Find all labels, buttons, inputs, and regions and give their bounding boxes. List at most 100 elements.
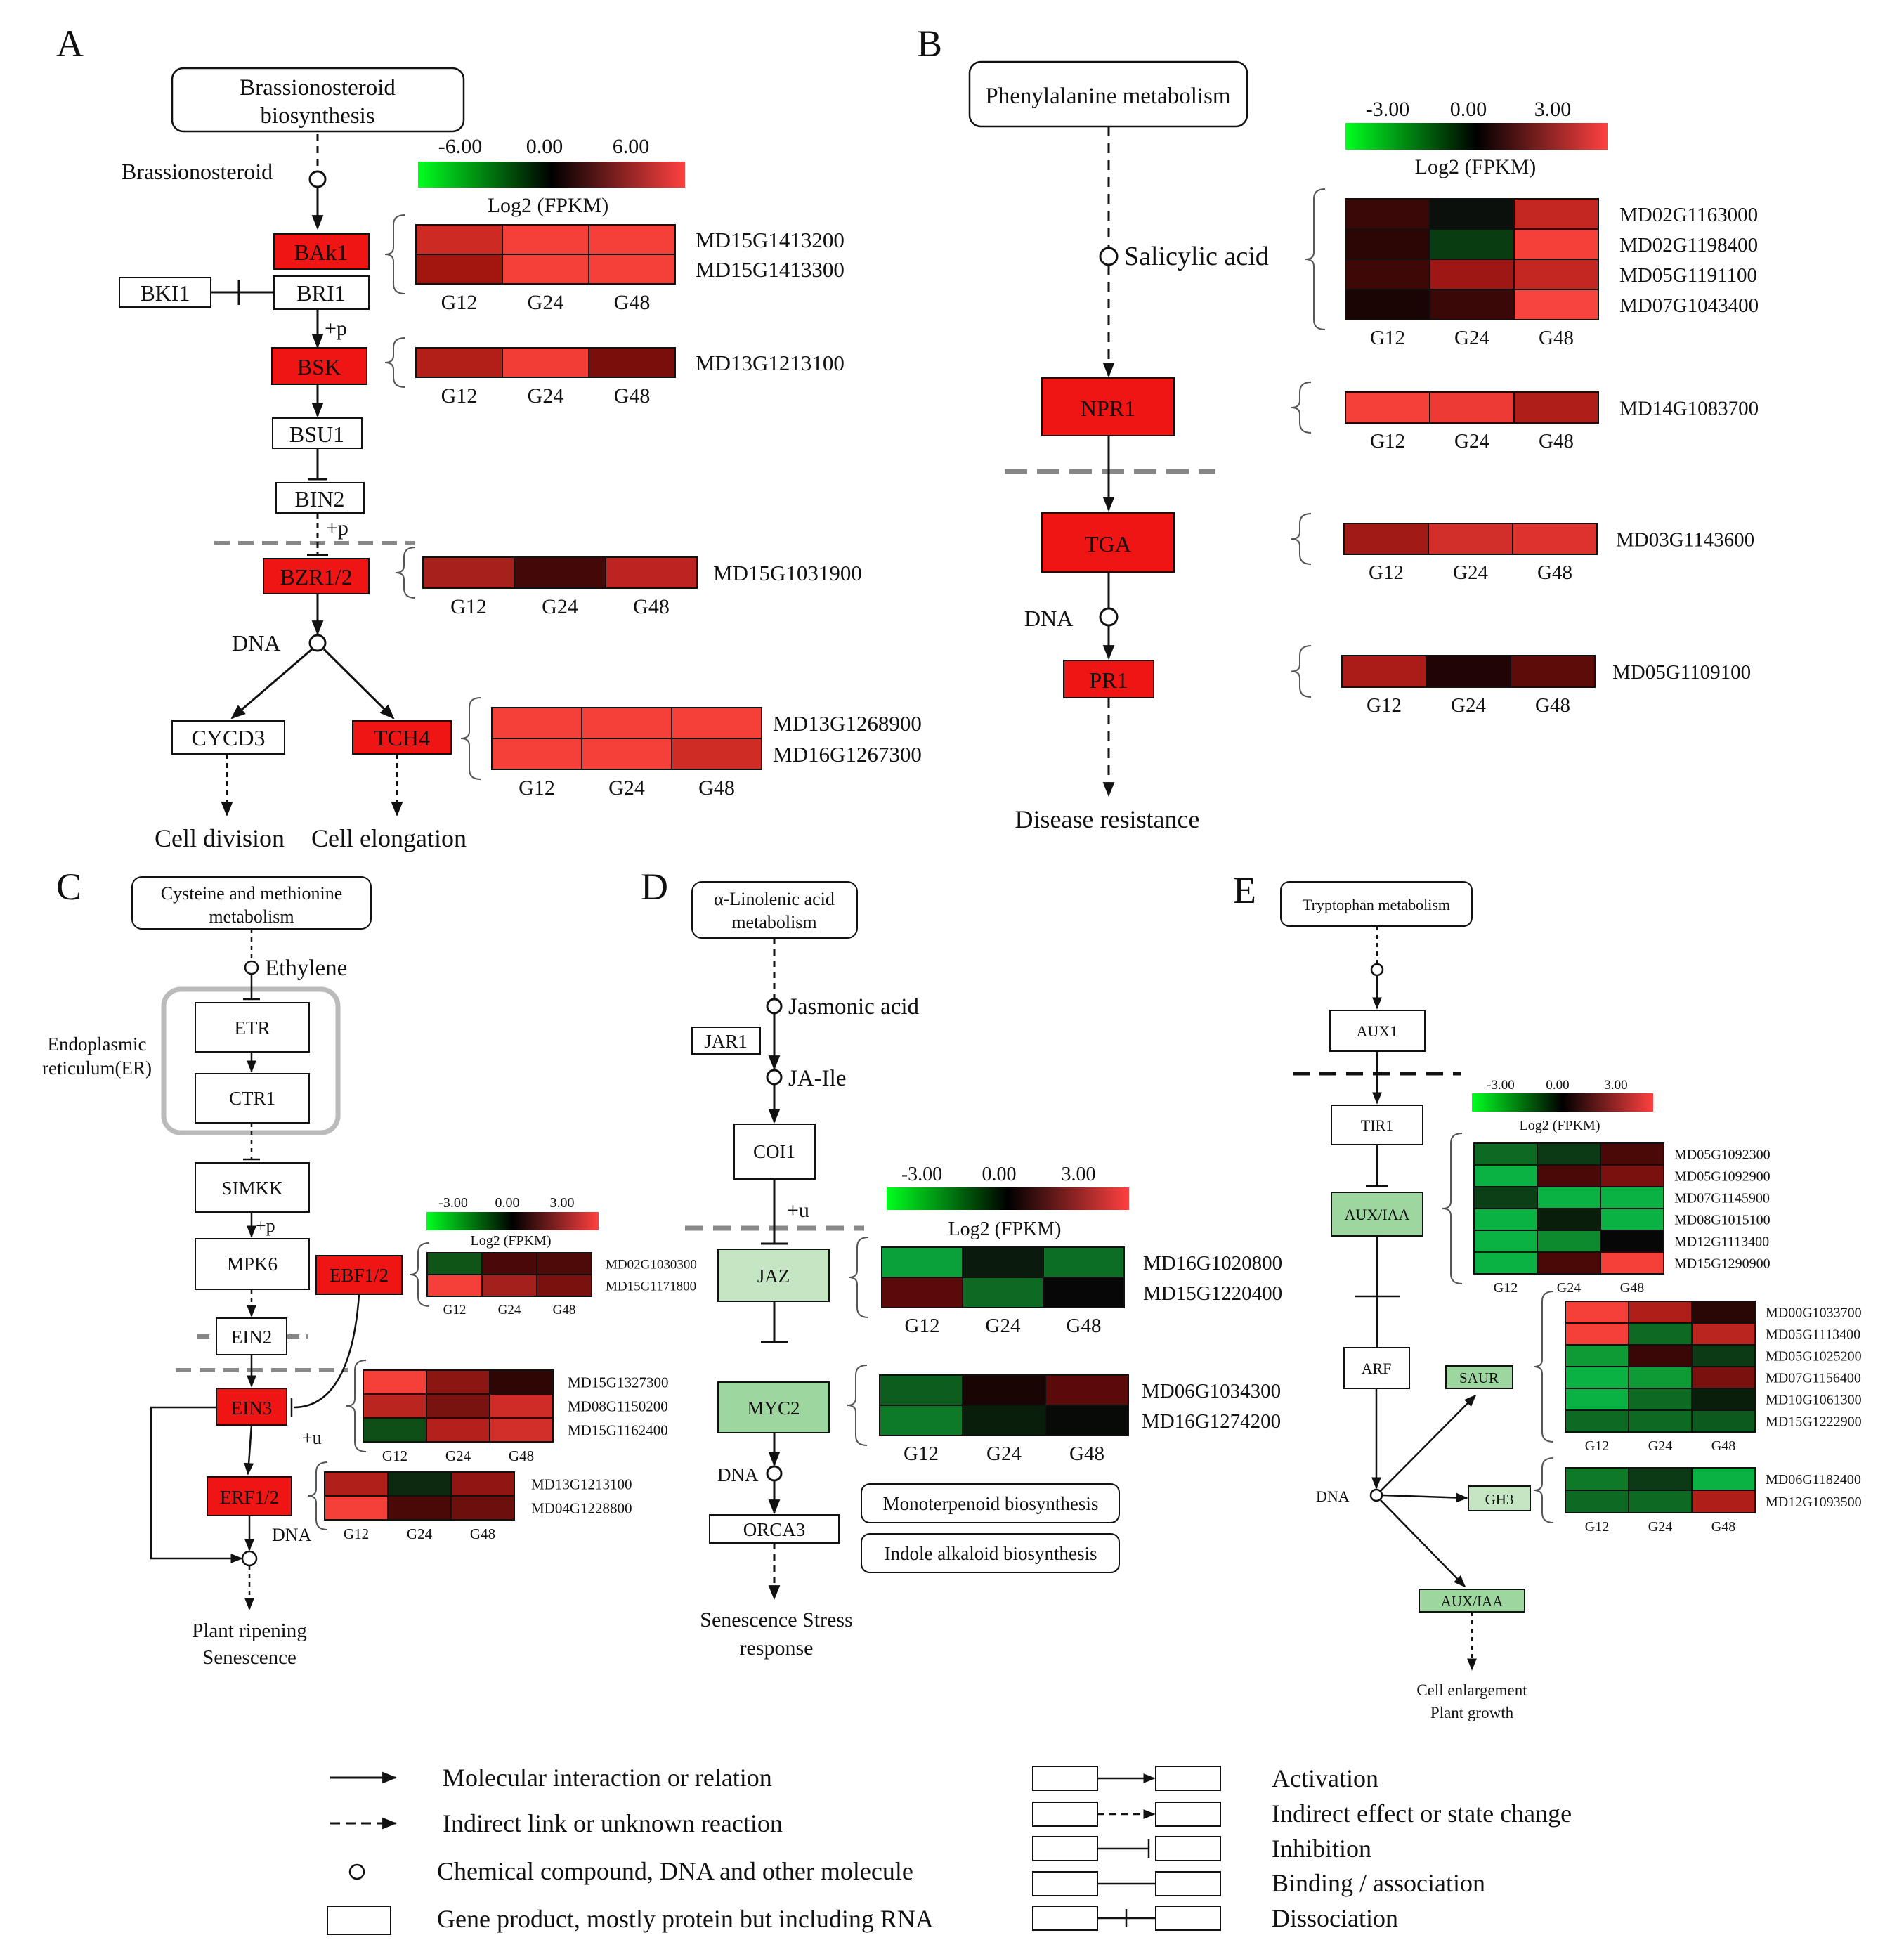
legend-right-4: Dissociation [1272,1904,1398,1932]
column-label: G24 [1451,694,1486,717]
node-aux-iaa-2 [1419,1589,1525,1613]
heatmap-cell [1628,1301,1693,1324]
label-dna-d: DNA [717,1464,759,1485]
heatmap-cell [489,1417,554,1443]
column-label: G12 [519,776,555,800]
heatmap-cell [1537,1164,1601,1187]
node-mpk6-label: MPK6 [227,1253,278,1275]
heatmap-cell [1537,1251,1601,1275]
scale-c-bar [426,1212,599,1230]
scale-b-tick-0: -3.00 [1366,98,1410,121]
scale-e-bar [1472,1093,1653,1112]
heatmap-cell [1691,1301,1756,1324]
column-label: G48 [614,291,651,314]
heatmap-15: MD00G1033700MD05G1113400MD05G1025200MD07… [1533,1291,1862,1454]
node-tir1-label: TIR1 [1361,1116,1393,1134]
node-myc2-label: MYC2 [747,1398,800,1419]
gene-label: MD05G1191100 [1619,264,1757,287]
heatmap-cell [426,1274,483,1297]
column-label: G48 [553,1303,576,1317]
compound-ethylene [244,960,259,975]
heatmap-cell [1600,1164,1664,1187]
gene-label: MD15G1222900 [1766,1414,1862,1430]
scale-c-tick-2: 3.00 [550,1195,575,1211]
heatmap-cell [1473,1164,1538,1187]
heatmap-cell [1513,198,1599,230]
node-ctr1 [195,1073,310,1124]
column-label: G48 [1537,561,1572,584]
heatmap-cell [491,707,582,739]
scale-c-title: Log2 (FPKM) [470,1233,551,1249]
label-response: response [740,1636,814,1660]
heatmap-cell [502,347,589,378]
scale-a-tick-1: 0.00 [526,135,563,158]
heatmap-cell [1429,228,1515,260]
column-label: G12 [1370,327,1405,349]
heatmap-cell [1537,1208,1601,1231]
heatmap-cell [514,556,606,589]
column-label: G12 [905,1315,940,1337]
heatmap-brace [1533,1291,1554,1443]
heatmap-cell [1341,655,1427,688]
column-label: G24 [1454,327,1489,349]
heatmap-cell [1691,1467,1756,1491]
legend-inh-box2 [1155,1836,1221,1861]
heatmap-cell [1691,1322,1756,1346]
scale-a-bar [418,162,685,188]
node-bak1-label: BAk1 [294,240,348,265]
compound-jasmonic-acid [766,998,783,1015]
label-plus-p-1: +p [325,317,347,340]
heatmap-cell [1565,1409,1629,1433]
heatmap-cell [1628,1388,1693,1411]
node-tch4 [352,720,452,755]
node-simkk [195,1162,310,1213]
source-d-line1: α-Linolenic acid [714,889,835,909]
node-ebf [315,1255,403,1295]
heatmap-cell [1537,1142,1601,1166]
column-label: G12 [344,1525,369,1542]
heatmap-cell [1628,1344,1693,1367]
column-label: G48 [614,384,651,408]
heatmap-cell [363,1417,427,1443]
gene-label: MD13G1213100 [696,351,845,375]
heatmap-cell [324,1471,389,1497]
label-ja-ile: JA-Ile [788,1066,846,1091]
legend-right-0: Activation [1272,1764,1378,1792]
source-a-line1: Brassionosteroid [240,75,396,100]
heatmap-cell [387,1495,452,1521]
heatmap-cell [415,224,503,255]
scale-d-title: Log2 (FPKM) [948,1218,1061,1240]
node-aux-iaa [1331,1192,1423,1237]
legend-right-3: Binding / association [1272,1869,1485,1897]
legend-dis-box1 [1032,1906,1098,1931]
compound-dna-e [1369,1488,1383,1502]
column-label: G12 [1585,1438,1609,1454]
scale-e-tick-0: -3.00 [1487,1078,1515,1093]
node-bsk-label: BSK [297,354,341,379]
node-bri1-label: BRI1 [296,280,345,306]
panel-e: E Tryptophan metabolism AUX1 TIR1 AUX/IA… [1233,869,1653,1721]
heatmap-cell [489,1393,554,1419]
gene-label: MD03G1143600 [1616,528,1754,551]
heatmap-cell [1628,1490,1693,1513]
heatmap-cell [489,1369,554,1395]
heatmap-cell [536,1252,592,1275]
column-label: G24 [986,1315,1021,1337]
heatmap-brace [384,214,405,294]
heatmap-brace [1291,645,1312,698]
heatmap-cell [426,1252,483,1275]
label-dna-a: DNA [232,630,280,656]
node-aux1-label: AUX1 [1357,1022,1398,1040]
scale-a-tick-0: -6.00 [438,135,483,158]
node-jaz-label: JAZ [757,1265,790,1287]
heatmap-brace [346,1360,367,1452]
panel-b-label: B [917,22,942,65]
gene-label: MD05G1092300 [1674,1147,1771,1163]
label-salicylic-acid: Salicylic acid [1124,242,1269,271]
gene-label: MD12G1093500 [1766,1495,1862,1510]
heatmap-cell [1473,1186,1538,1209]
